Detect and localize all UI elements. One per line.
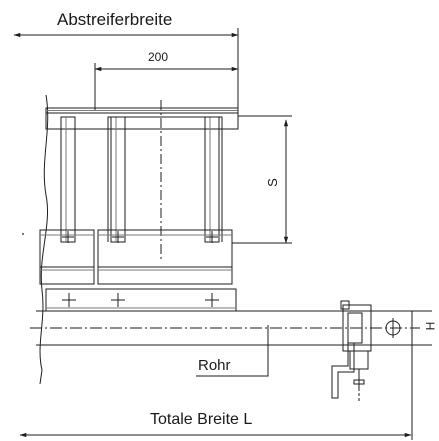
dim-h-label: H: [423, 321, 438, 331]
lower-blocks: [39, 229, 233, 285]
h-dimension: [412, 310, 432, 346]
scraper-width-label: Abstreiferbreite: [57, 10, 173, 29]
pipe-label: Rohr: [198, 357, 231, 374]
bar-bolts: [62, 293, 219, 307]
scraper-width-dimension: [13, 28, 239, 108]
upper-bolts: [62, 231, 218, 243]
stray-mark: [22, 233, 24, 235]
dim-s-label: S: [264, 178, 280, 187]
break-line: [39, 94, 49, 385]
dim-200-label: 200: [148, 50, 169, 64]
total-width-dimension: [19, 345, 413, 440]
pipe-leader: [196, 325, 269, 377]
dim-200-dimension: [94, 63, 239, 110]
pipe-clamp: [331, 300, 372, 402]
s-dimension: [232, 115, 292, 244]
posts: [60, 116, 220, 243]
frame: [107, 116, 223, 242]
pipe-end-circle: [385, 318, 401, 338]
total-width-label: Totale Breite L: [150, 411, 253, 428]
pipe: [30, 310, 420, 346]
top-plate: [45, 107, 239, 130]
